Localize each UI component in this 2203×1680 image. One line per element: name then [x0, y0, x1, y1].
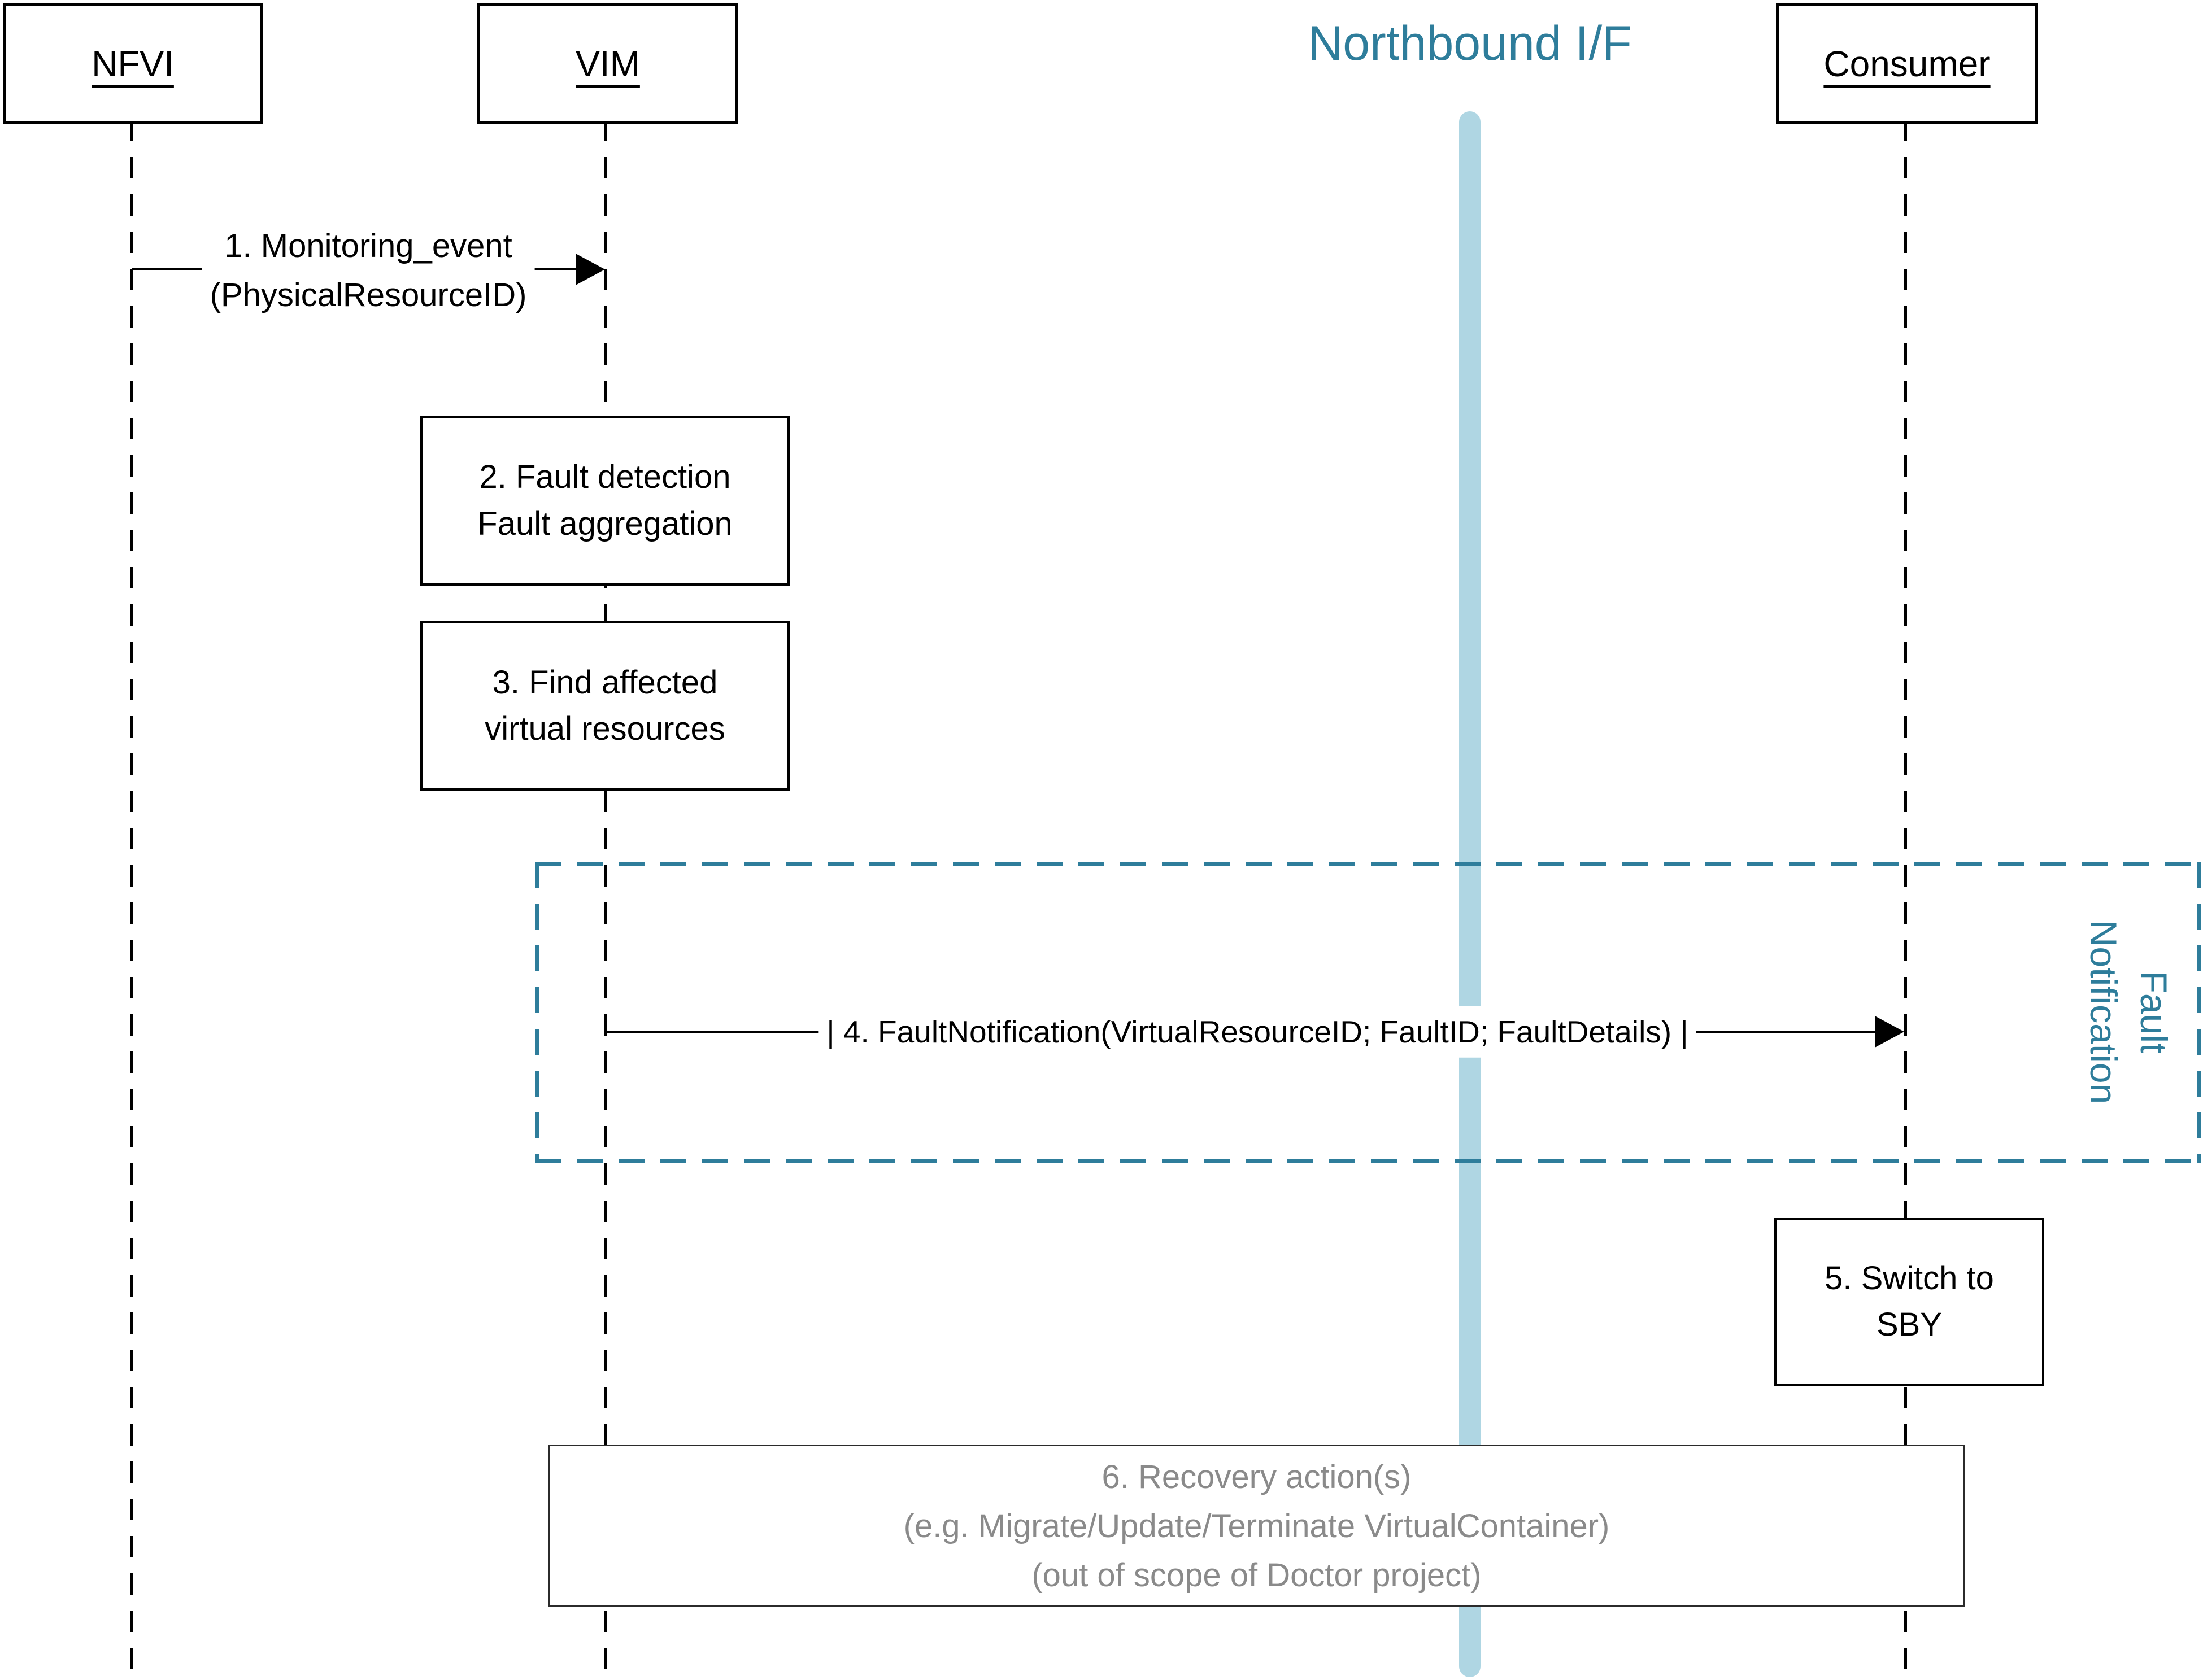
actor-label-vim: VIM: [576, 43, 640, 84]
message1-label-line1: 1. Monitoring_event: [224, 228, 512, 264]
actor-box-consumer: Consumer: [1776, 3, 2038, 124]
message4-arrowhead-icon: [1875, 1016, 1904, 1048]
step2-line1: 2. Fault detection: [479, 459, 731, 496]
actor-box-vim: VIM: [477, 3, 738, 124]
step3-box: 3. Find affected virtual resources: [420, 621, 790, 791]
message1-label: 1. Monitoring_event (PhysicalResourceID): [202, 219, 535, 322]
step3-line2: virtual resources: [485, 710, 725, 747]
step6-box: 6. Recovery action(s) (e.g. Migrate/Upda…: [548, 1445, 1965, 1607]
step2-box: 2. Fault detection Fault aggregation: [420, 416, 790, 586]
frame-edge-left: [535, 862, 539, 1163]
step6-line1: 6. Recovery action(s): [1102, 1458, 1412, 1495]
lifeline-vim: [604, 120, 607, 1677]
northbound-interface-bar: [1459, 111, 1481, 1677]
step5-box: 5. Switch to SBY: [1774, 1218, 2044, 1386]
message1-label-line2: (PhysicalResourceID): [210, 277, 527, 313]
lifeline-nfvi: [130, 120, 133, 1677]
frame-edge-bottom: [535, 1159, 2201, 1163]
frame-edge-right: [2197, 862, 2201, 1163]
step6-line2: (e.g. Migrate/Update/Terminate VirtualCo…: [903, 1507, 1610, 1544]
lifeline-consumer: [1904, 120, 1907, 1677]
actor-label-nfvi: NFVI: [92, 43, 174, 84]
frame-edge-top: [535, 862, 2201, 866]
fault-notification-label-line2: Notification: [2083, 919, 2124, 1105]
step5-line2: SBY: [1876, 1306, 1943, 1343]
step2-line2: Fault aggregation: [477, 505, 733, 542]
fault-notification-label-line1: Fault: [2133, 970, 2175, 1054]
fault-notification-label: Fault Notification: [2078, 920, 2179, 1105]
message1-arrowhead-icon: [576, 254, 605, 285]
step6-line3: (out of scope of Doctor project): [1031, 1556, 1482, 1594]
fault-notification-frame: [535, 862, 2201, 1163]
actor-label-consumer: Consumer: [1823, 43, 1991, 84]
step5-line1: 5. Switch to: [1825, 1259, 1994, 1297]
message4-label: | 4. FaultNotification(VirtualResourceID…: [818, 1006, 1696, 1058]
step3-line1: 3. Find affected: [492, 664, 718, 701]
northbound-title: Northbound I/F: [1308, 16, 1632, 71]
actor-box-nfvi: NFVI: [3, 3, 263, 124]
